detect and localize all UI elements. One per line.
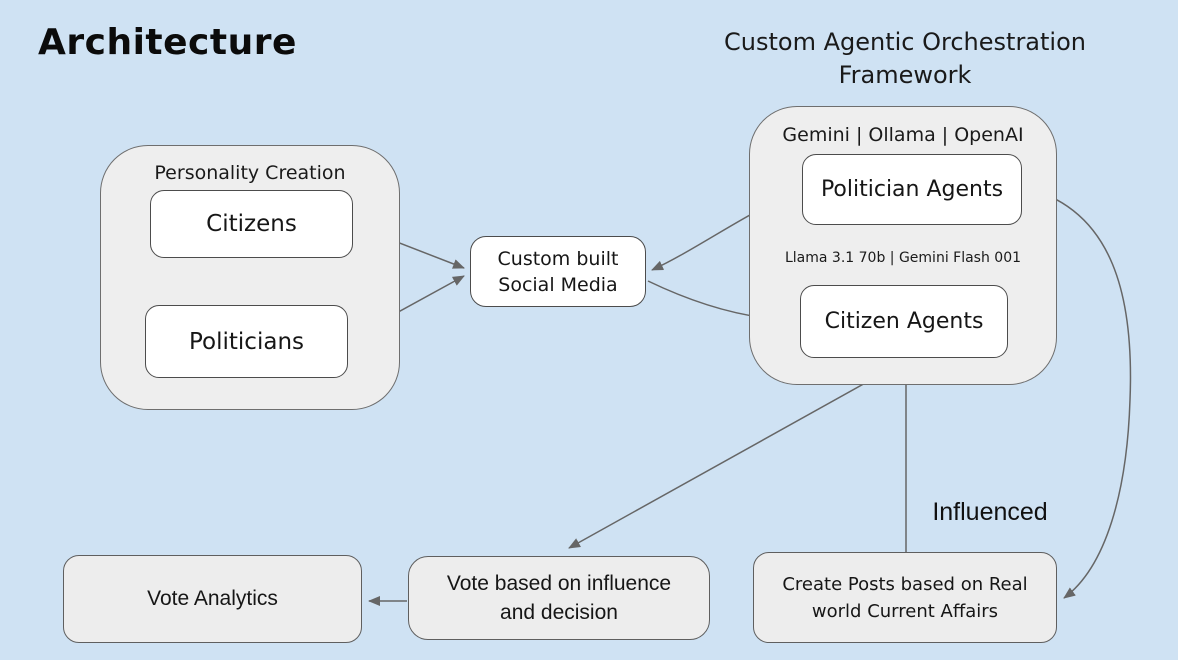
framework-heading: Custom Agentic Orchestration Framework <box>724 28 1086 89</box>
vote-based-node: Vote based on influence and decision <box>408 556 710 640</box>
vote-analytics-node: Vote Analytics <box>63 555 362 643</box>
politicians-node: Politicians <box>145 305 348 378</box>
citizens-node: Citizens <box>150 190 353 258</box>
create-posts-node: Create Posts based on Real world Current… <box>753 552 1057 643</box>
citizen-agents-node: Citizen Agents <box>800 285 1008 358</box>
page-title: Architecture <box>38 22 297 63</box>
personality-creation-label: Personality Creation <box>154 162 346 184</box>
influenced-edge-label: Influenced <box>932 498 1048 526</box>
llm-providers-label: Gemini | Ollama | OpenAI <box>782 124 1024 146</box>
politician-agents-node: Politician Agents <box>802 154 1022 225</box>
llm-models-label: Llama 3.1 70b | Gemini Flash 001 <box>784 250 1022 266</box>
custom-social-media-node: Custom built Social Media <box>470 236 646 307</box>
edge-citizen-agents-to-vote-based <box>568 361 904 549</box>
